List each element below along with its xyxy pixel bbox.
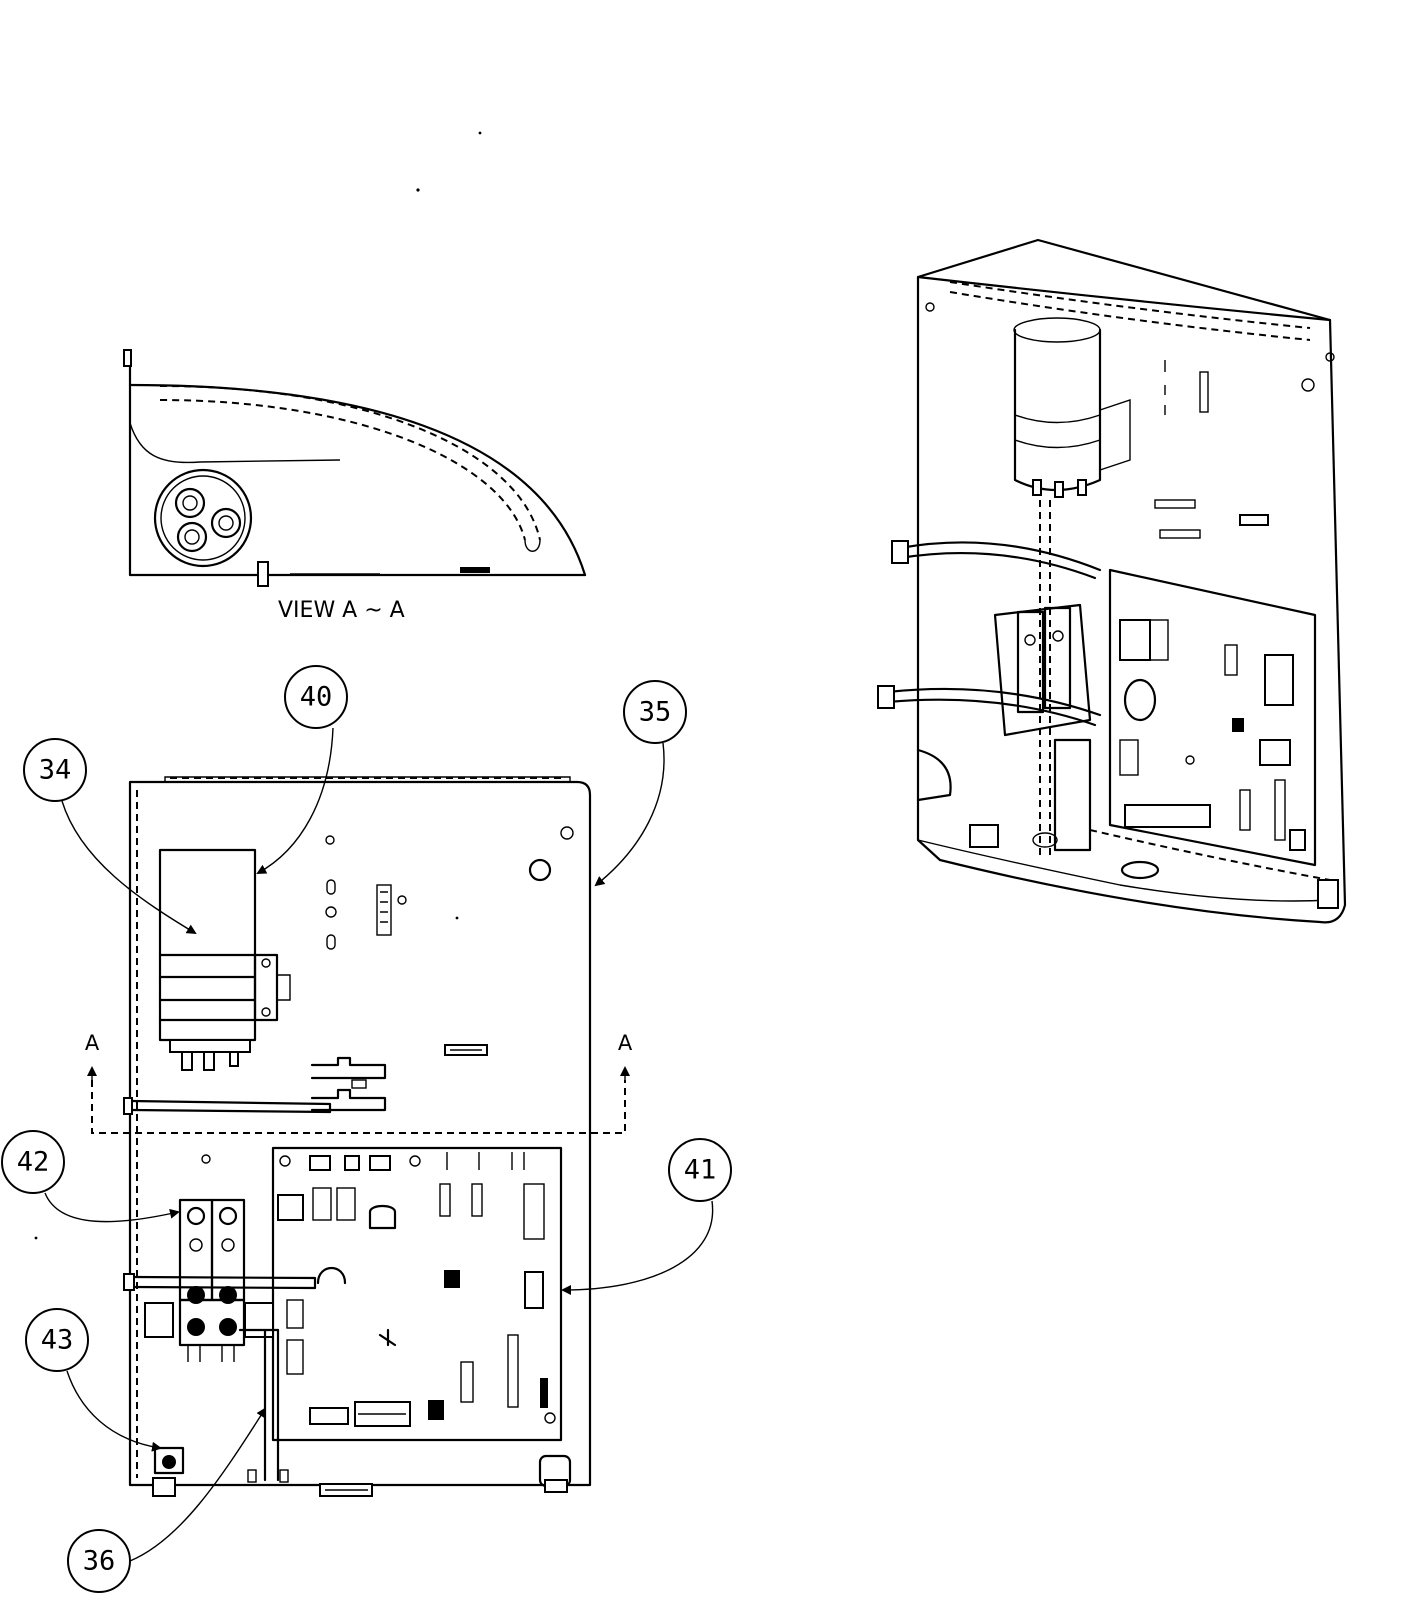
callout-36-number: 36 xyxy=(83,1546,116,1577)
callout-36: 36 xyxy=(67,1407,267,1593)
callout-40-number: 40 xyxy=(300,682,333,713)
isometric-view xyxy=(877,238,1347,924)
iso-contactor xyxy=(993,603,1092,852)
callout-35-number: 35 xyxy=(639,697,672,728)
relay-block xyxy=(144,1198,274,1362)
capacitor xyxy=(158,848,291,1071)
callout-34-number: 34 xyxy=(39,755,72,786)
callout-42-number: 42 xyxy=(17,1147,50,1178)
view-label: VIEW A ~ A xyxy=(278,598,405,623)
section-mark-right: A xyxy=(618,1031,633,1055)
callout-35: 35 xyxy=(594,680,687,887)
fan-hub-icon xyxy=(153,468,253,568)
callout-40: 40 xyxy=(256,665,348,874)
callout-43-number: 43 xyxy=(41,1325,74,1356)
callout-41: 41 xyxy=(561,1138,732,1295)
callout-34: 34 xyxy=(23,738,197,935)
iso-capacitor xyxy=(1013,317,1131,498)
front-view-assembly: A A xyxy=(85,776,633,1497)
iso-control-board xyxy=(1108,568,1317,867)
callout-41-number: 41 xyxy=(684,1155,717,1186)
ground-clip xyxy=(152,1446,185,1497)
control-board xyxy=(201,1146,563,1442)
callout-42: 42 xyxy=(1,1130,180,1223)
section-mark-left: A xyxy=(85,1031,100,1055)
callout-43: 43 xyxy=(25,1308,162,1452)
section-view-a-a: VIEW A ~ A xyxy=(123,349,587,623)
